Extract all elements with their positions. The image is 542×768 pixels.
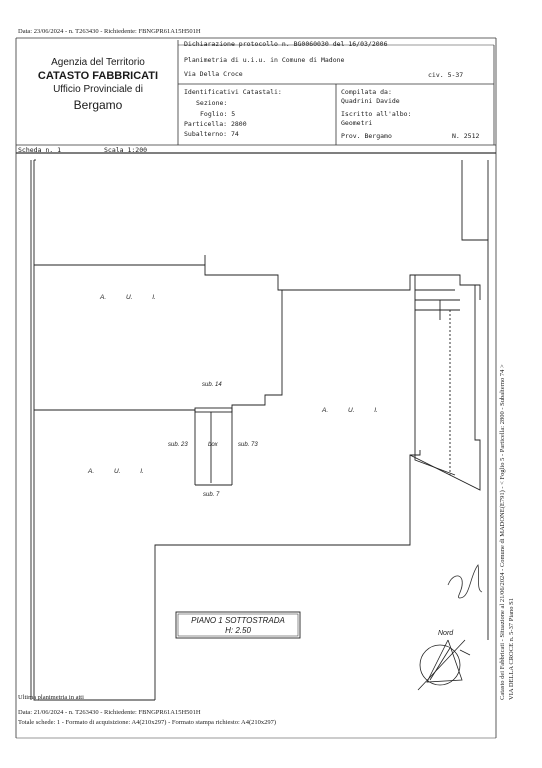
civico: civ. 5-37 <box>428 71 464 79</box>
floor-title: PIANO 1 SOTTOSTRADA <box>191 616 285 625</box>
footer-totale: Totale schede: 1 - Formato di acquisizio… <box>18 719 277 726</box>
particella: Particella: 2800 <box>184 120 247 128</box>
sezione: Sezione: <box>196 99 228 107</box>
albo: Geometri <box>341 119 373 127</box>
north-label: Nord <box>438 630 454 637</box>
box-label: box <box>208 442 218 448</box>
sub14-label: sub. 14 <box>202 382 222 388</box>
floor-label-box <box>175 611 301 639</box>
office-catasto: CATASTO FABBRICATI <box>37 70 159 82</box>
foglio: Foglio: 5 <box>200 110 236 118</box>
sub73-label: sub. 73 <box>238 442 258 448</box>
dichiarazione: Dichiarazione protocollo n. BG0060030 de… <box>184 40 388 48</box>
provincia: Prov. Bergamo <box>341 132 392 140</box>
sub23-label: sub. 23 <box>168 442 188 448</box>
numero-albo: N. 2512 <box>452 132 480 140</box>
iscritto: Iscritto all'albo: <box>341 110 412 118</box>
sub7-label: sub. 7 <box>203 492 220 498</box>
aui-right-label: A. U. I. <box>322 407 378 414</box>
floor-height: H: 2.50 <box>225 626 251 635</box>
aui-top-label: A. U. I. <box>100 294 156 301</box>
office-ufficio: Ufficio Provinciale di <box>53 84 143 95</box>
side-text-situazione: Catasto dei Fabbricati - Situazione al 2… <box>499 364 506 700</box>
signature-icon <box>447 564 483 599</box>
compilata: Compilata da: <box>341 88 392 96</box>
via: Via Della Croce <box>184 70 243 78</box>
footer-ultima: Ultima planimetria in atti <box>18 694 84 701</box>
top-note: Data: 23/06/2024 - n. T263430 - Richiede… <box>18 28 201 35</box>
footer-data: Data: 21/06/2024 - n. T263430 - Richiede… <box>18 709 201 716</box>
planimetria: Planimetria di u.i.u. in Comune di Madon… <box>184 56 345 64</box>
scheda: Scheda n. 1 <box>18 146 62 154</box>
office-agency: Agenzia del Territorio <box>51 57 145 68</box>
scala: Scala 1:200 <box>104 146 148 154</box>
subalterno: Subalterno: 74 <box>184 130 239 138</box>
aui-left-label: A. U. I. <box>88 468 144 475</box>
north-arrow-icon <box>417 639 471 691</box>
ident-title: Identificativi Catastali: <box>184 88 282 96</box>
office-city: Bergamo <box>73 98 123 112</box>
side-text-address: VIA DELLA CROCE n. 5-37 Piano S1 <box>508 597 515 700</box>
floor-plan-walls <box>30 159 489 701</box>
compilatore: Quadrini Davide <box>341 97 400 105</box>
